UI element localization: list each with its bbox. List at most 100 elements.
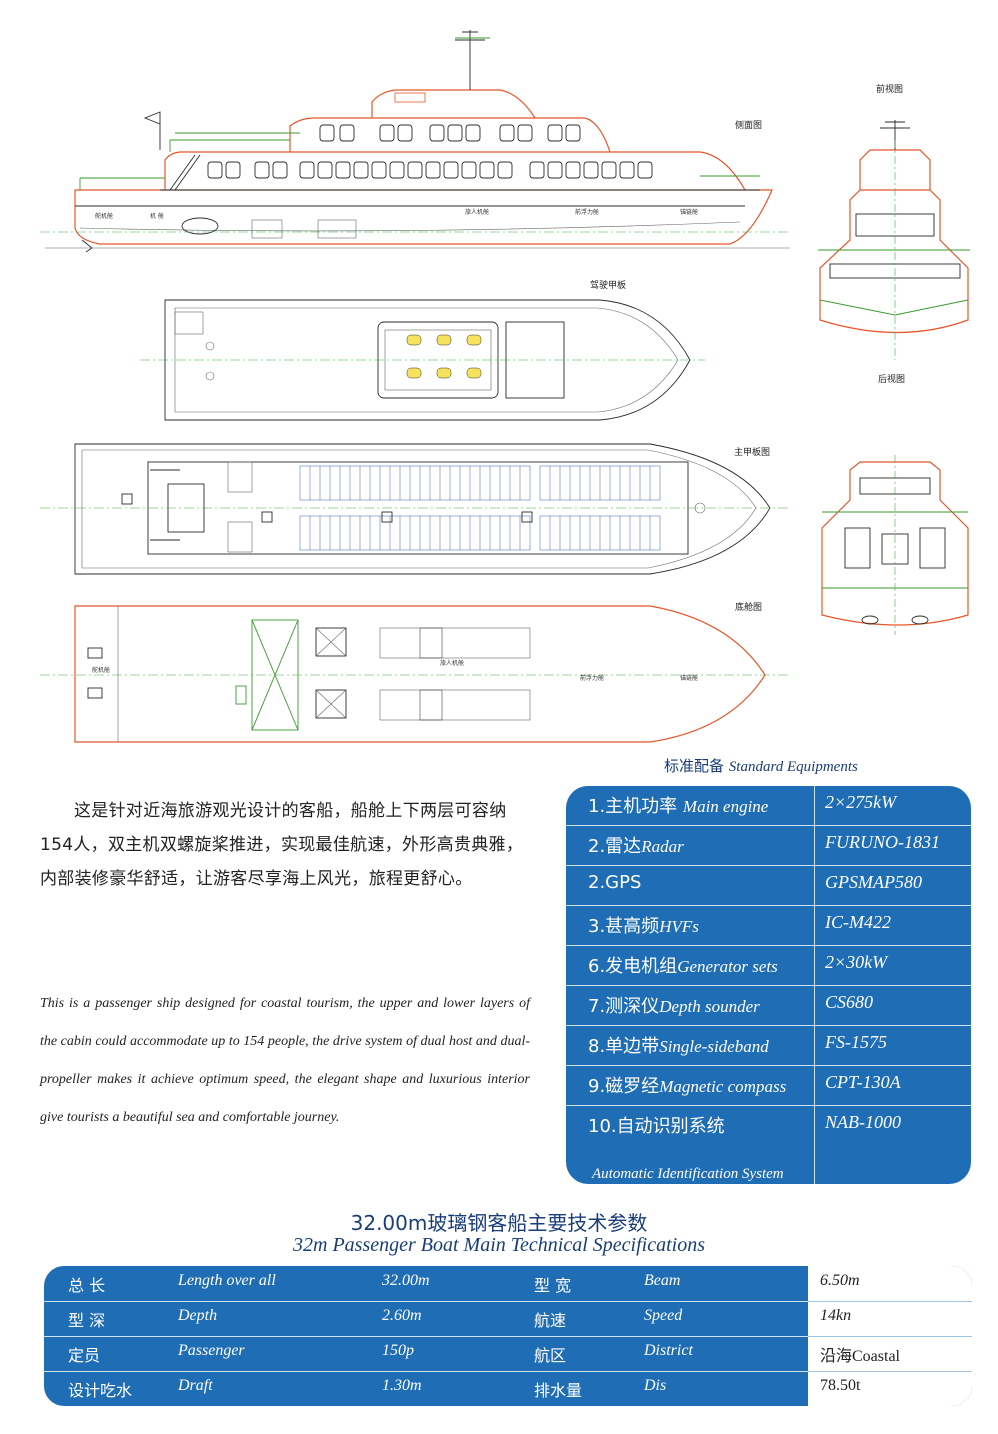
- std-item-value: CS680: [825, 992, 874, 1012]
- row-separator: [808, 1371, 972, 1372]
- std-item-value: 2×30kW: [825, 952, 888, 972]
- svg-text:机 舱: 机 舱: [150, 212, 164, 220]
- row-separator: [808, 1336, 972, 1337]
- std-item-value: FS-1575: [825, 1032, 887, 1052]
- spec-label-en: Beam: [644, 1272, 681, 1289]
- bottom-plan-label: 底舱图: [735, 601, 762, 613]
- std-item-sub-en: Automatic Identification System: [592, 1166, 784, 1182]
- spec-row: 定员 Passenger 150p 航区 District: [44, 1336, 972, 1372]
- spec-value: 沿海Coastal: [820, 1348, 900, 1365]
- std-item-en: Depth sounder: [659, 997, 760, 1016]
- ship-drawings: 舵机舱 机 舱 旅人机舱 前浮力舱 锚链舱 侧面图 前视图 后视图 驾驶甲板: [40, 30, 970, 743]
- side-view-label: 侧面图: [735, 119, 762, 131]
- svg-text:锚链舱: 锚链舱: [680, 208, 698, 216]
- spec-label-cn: 排水量: [534, 1381, 583, 1400]
- spec-value: 2.60m: [382, 1307, 422, 1324]
- spec-label-cn: 总 长: [68, 1276, 106, 1295]
- spec-row: 总 长 Length over all 32.00m 型 宽 Beam: [44, 1266, 972, 1302]
- spec-label-en: Dis: [644, 1377, 667, 1394]
- spec-label-en: Depth: [178, 1307, 218, 1324]
- std-item-cn: 7.测深仪: [588, 996, 660, 1017]
- svg-text:前浮力舱: 前浮力舱: [580, 674, 604, 682]
- standard-title-cn: 标准配备: [664, 757, 725, 775]
- spec-value: 32.00m: [382, 1272, 430, 1289]
- standard-equipment-table: 1.主机功率 Main engine 2×275kW 2.雷达Radar FUR…: [566, 786, 971, 1184]
- svg-text:旅人机舱: 旅人机舱: [440, 659, 464, 667]
- passenger-seats: [299, 465, 661, 551]
- row-separator: [808, 1301, 972, 1302]
- std-item-cn: 10.自动识别系统: [588, 1116, 725, 1137]
- spec-label-en: Speed: [644, 1307, 683, 1324]
- std-row: 1.主机功率 Main engine 2×275kW: [566, 786, 971, 826]
- std-item-cn: 8.单边带: [588, 1036, 660, 1057]
- main-deck-plan: 主甲板图: [40, 443, 790, 575]
- std-row: 3.甚高频HVFs IC-M422: [566, 906, 971, 946]
- std-item-cn: 2.GPS: [588, 872, 642, 893]
- standard-equipment-title: 标准配备 Standard Equipments: [664, 755, 858, 776]
- spec-table: 总 长 Length over all 32.00m 型 宽 Beam 型 深 …: [44, 1266, 972, 1406]
- spec-label-cn: 型 深: [68, 1311, 106, 1330]
- std-item-en: Single-sideband: [659, 1037, 769, 1056]
- main-deck-windows: [207, 161, 653, 179]
- spec-value: 14kn: [820, 1307, 852, 1324]
- rear-view-label: 后视图: [878, 373, 905, 385]
- std-item-value: GPSMAP580: [825, 872, 922, 892]
- standard-title-en: Standard Equipments: [728, 759, 858, 775]
- std-row: 7.测深仪Depth sounder CS680: [566, 986, 971, 1026]
- svg-text:锚链舱: 锚链舱: [680, 674, 698, 682]
- std-item-value: 2×275kW: [825, 792, 897, 812]
- std-row: 10.自动识别系统 NAB-1000: [566, 1106, 971, 1184]
- intro-chinese: 这是针对近海旅游观光设计的客船，船舱上下两层可容纳154人，双主机双螺旋桨推进，…: [40, 801, 524, 889]
- bridge-deck-plan: 驾驶甲板: [140, 279, 705, 421]
- std-row: 2.雷达Radar FURUNO-1831: [566, 826, 971, 866]
- front-view: 前视图: [818, 83, 970, 360]
- svg-text:舵机舱: 舵机舱: [95, 212, 113, 220]
- bridge-seats: [406, 334, 482, 379]
- std-item-value: CPT-130A: [825, 1072, 901, 1092]
- spec-title-cn: 32.00m玻璃钢客船主要技术参数: [350, 1211, 648, 1235]
- svg-text:前浮力舱: 前浮力舱: [575, 208, 599, 216]
- spec-value: 78.50t: [820, 1377, 861, 1394]
- spec-label-cn: 定员: [68, 1346, 101, 1365]
- spec-value: 6.50m: [820, 1272, 860, 1289]
- std-item-cn: 1.主机功率: [588, 796, 683, 817]
- std-item-en: Radar: [641, 837, 684, 856]
- spec-label-en: District: [644, 1342, 693, 1359]
- rear-view: 后视图: [821, 373, 969, 635]
- std-item-value: NAB-1000: [825, 1112, 901, 1132]
- std-item-value: FURUNO-1831: [825, 832, 940, 852]
- std-item-cn: 6.发电机组: [588, 956, 678, 977]
- spec-title-en: 32m Passenger Boat Main Technical Specif…: [293, 1234, 705, 1256]
- std-item-cn: 9.磁罗经: [588, 1076, 660, 1097]
- spec-value-column: 6.50m 14kn 沿海Coastal 78.50t: [808, 1266, 972, 1406]
- std-item-en: HVFs: [659, 917, 699, 936]
- bottom-plan: 底舱图 舵机舱 旅人机舱 前浮力舱 锚链舱: [40, 601, 790, 743]
- std-item-cn: 3.甚高频: [588, 916, 660, 937]
- spec-label-cn: 型 宽: [534, 1276, 572, 1295]
- spec-label-en: Draft: [178, 1377, 213, 1394]
- spec-label-cn: 设计吃水: [68, 1381, 133, 1400]
- bridge-deck-label: 驾驶甲板: [590, 279, 626, 291]
- spec-label-en: Length over all: [178, 1272, 276, 1289]
- std-row: 2.GPS GPSMAP580: [566, 866, 971, 906]
- std-item-en: Magnetic compass: [659, 1077, 787, 1096]
- spec-label-cn: 航区: [534, 1346, 567, 1365]
- std-row: 6.发电机组Generator sets 2×30kW: [566, 946, 971, 986]
- std-row: 9.磁罗经Magnetic compass CPT-130A: [566, 1066, 971, 1106]
- side-view: 舵机舱 机 舱 旅人机舱 前浮力舱 锚链舱 侧面图: [40, 30, 790, 253]
- svg-text:舵机舱: 舵机舱: [92, 666, 110, 674]
- spec-row: 型 深 Depth 2.60m 航速 Speed: [44, 1301, 972, 1337]
- svg-text:旅人机舱: 旅人机舱: [465, 208, 489, 216]
- std-item-en: Generator sets: [677, 957, 778, 976]
- spec-label-en: Passenger: [178, 1342, 245, 1359]
- spec-value: 1.30m: [382, 1377, 422, 1394]
- spec-value: 150p: [382, 1342, 414, 1359]
- intro-english: This is a passenger ship designed for co…: [40, 996, 530, 1125]
- front-view-label: 前视图: [876, 83, 903, 95]
- std-item-cn: 2.雷达: [588, 836, 642, 857]
- spec-row: 设计吃水 Draft 1.30m 排水量 Dis: [44, 1371, 972, 1406]
- upper-deck-windows: [319, 124, 581, 142]
- std-item-value: IC-M422: [825, 912, 891, 932]
- std-item-en: Main engine: [682, 797, 769, 816]
- std-row: 8.单边带Single-sideband FS-1575: [566, 1026, 971, 1066]
